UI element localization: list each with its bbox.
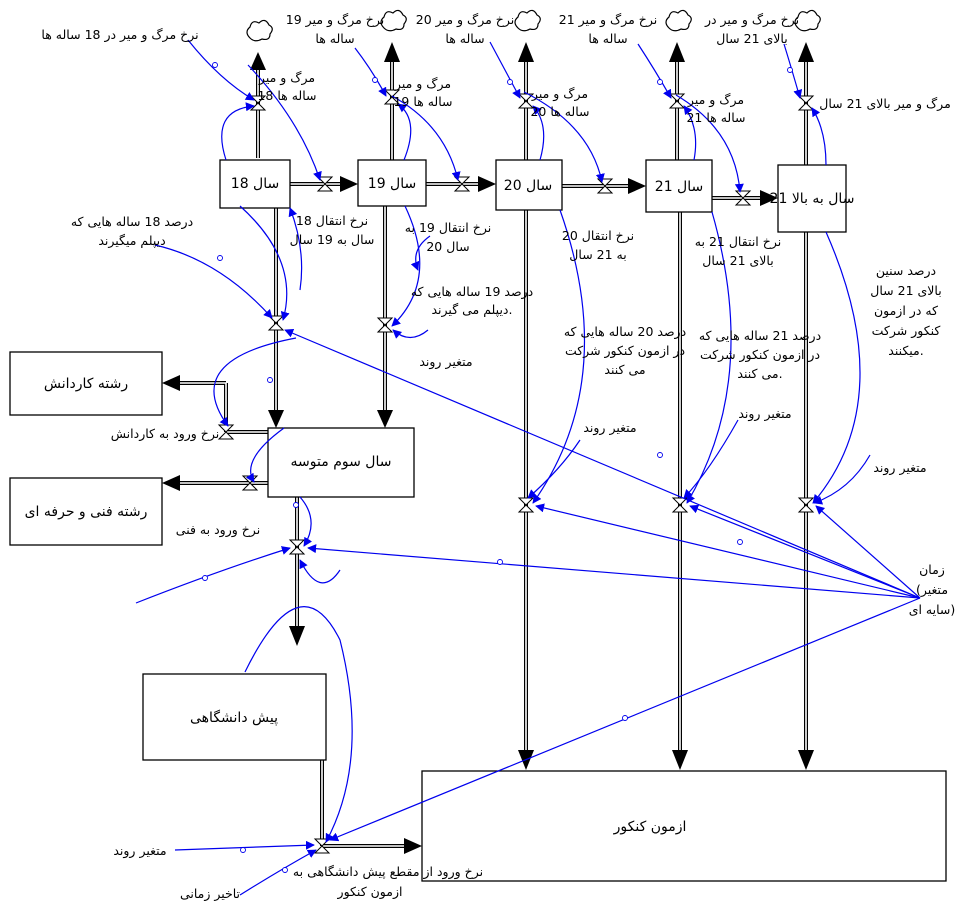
label-entry-kardanesh: نرخ ورود به کاردانش: [111, 426, 219, 442]
valve-konkur-21[interactable]: [671, 497, 689, 513]
valve-konkur-20[interactable]: [517, 497, 535, 513]
pipe-to-preuni: [289, 497, 305, 646]
pipe-transfer-19-20: [426, 176, 496, 192]
stock-20[interactable]: 20 سال: [495, 159, 563, 211]
pipe-down-21: [672, 212, 688, 770]
valve-death-21plus[interactable]: [797, 95, 815, 111]
stock-konkur-label: ازمون کنکور: [613, 819, 687, 835]
pipe-transfer-20-21: [562, 178, 646, 194]
stock-kardanesh-label: رشته کاردانش: [44, 376, 128, 392]
label-trend-d: متغیر روند: [873, 460, 926, 476]
stock-third-year-label: سال سوم متوسه: [291, 454, 392, 470]
label-trend-c: متغیر روند: [738, 406, 791, 422]
variable-labels: نرخ مرگ و میر در 18 ساله ها نرخ مرگ و می…: [41, 12, 955, 902]
label-time-delay: تاخیر زمانی: [180, 886, 241, 902]
stock-pre-university[interactable]: پیش دانشگاهی: [142, 673, 327, 761]
valve-konkur-21plus[interactable]: [797, 497, 815, 513]
pipe-death-21: [669, 42, 685, 160]
label-trend-b: متغیر روند: [583, 420, 636, 436]
stocks: 18 سال 19 سال 20 سال 21 سال 21 سال به با…: [9, 159, 947, 882]
stock-21[interactable]: 21 سال: [645, 159, 713, 213]
pipe-down-19: [377, 206, 393, 428]
label-trend-a: متغیر روند: [419, 354, 472, 370]
pipe-to-fani: [162, 475, 268, 491]
pipe-death-18: [250, 52, 266, 158]
pipe-transfer-21-up: [712, 190, 778, 206]
stock-21plus-label: 21 سال به بالا: [770, 191, 855, 207]
pipe-death-21plus: [798, 42, 814, 165]
cloud-sinks: [246, 9, 821, 42]
pipe-death-20: [518, 42, 534, 160]
cloud-icon: [665, 9, 692, 32]
valve-diploma-18[interactable]: [267, 315, 285, 331]
stock-19[interactable]: 19 سال: [357, 159, 427, 207]
valve-diploma-19[interactable]: [376, 317, 394, 333]
stock-20-label: 20 سال: [504, 178, 552, 194]
stock-pre-university-label: پیش دانشگاهی: [190, 709, 278, 726]
label-trend-e: متغیر روند: [113, 843, 166, 859]
valve-transfer-21-up[interactable]: [734, 190, 752, 206]
flow-pipes: [162, 42, 814, 854]
valve-death-19[interactable]: [383, 89, 401, 105]
stock-fani-label: رشته فنی و حرفه ای: [25, 504, 148, 520]
stock-konkur[interactable]: ازمون کنکور: [421, 770, 947, 882]
stock-kardanesh[interactable]: رشته کاردانش: [9, 351, 163, 416]
stock-third-year[interactable]: سال سوم متوسه: [267, 427, 415, 498]
cloud-icon: [794, 9, 821, 32]
label-death-21plus: مرگ و میر بالای 21 سال: [819, 96, 951, 112]
pipe-down-18: [268, 208, 284, 428]
stock-21-label: 21 سال: [655, 179, 703, 195]
label-death-rate-18: نرخ مرگ و میر در 18 ساله ها: [41, 27, 198, 43]
valve-to-preuni[interactable]: [288, 539, 306, 555]
cloud-icon: [514, 9, 541, 32]
cloud-icon: [246, 19, 273, 42]
stock-21plus[interactable]: 21 سال به بالا: [770, 164, 855, 233]
pipe-down-21plus: [798, 232, 814, 770]
pipe-preuni-konkur: [320, 760, 422, 854]
stock-fani[interactable]: رشته فنی و حرفه ای: [9, 477, 163, 546]
label-entry-fani: نرخ ورود به فنی: [176, 522, 260, 538]
stock-19-label: 19 سال: [368, 176, 416, 192]
link-tails: [202, 62, 793, 873]
stock-18[interactable]: 18 سال: [219, 159, 291, 209]
pipe-transfer-18-19: [290, 176, 358, 192]
stock-18-label: 18 سال: [231, 176, 279, 192]
pipe-death-19: [384, 42, 400, 160]
cloud-icon: [380, 9, 407, 32]
